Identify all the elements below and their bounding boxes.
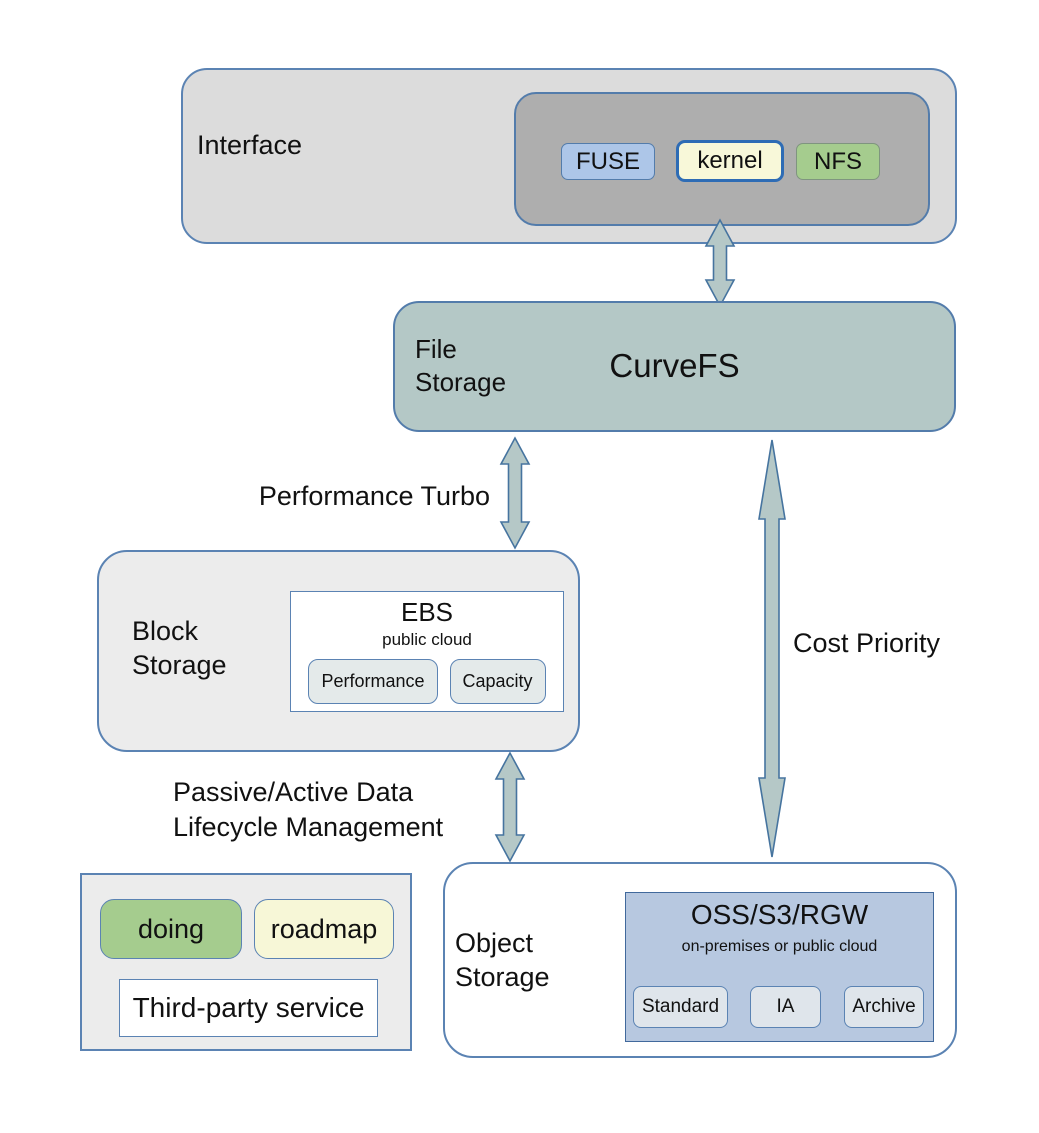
capacity-option: Capacity bbox=[449, 659, 546, 704]
standard-option: Standard bbox=[633, 986, 728, 1028]
block-storage-box: Block Storage EBS public cloud Performan… bbox=[97, 550, 580, 752]
performance-turbo-label: Performance Turbo bbox=[258, 481, 490, 511]
cost-priority-arrow-icon bbox=[758, 439, 786, 858]
archive-option: Archive bbox=[844, 986, 924, 1028]
interface-box: Interface FUSE kernel NFS bbox=[181, 68, 957, 244]
legend-third-party-chip: Third-party service bbox=[119, 979, 378, 1037]
block-storage-label: Block Storage bbox=[132, 616, 227, 680]
block-object-arrow-icon bbox=[494, 751, 526, 863]
ia-option: IA bbox=[750, 986, 821, 1028]
interface-curvefs-arrow-icon bbox=[704, 218, 736, 308]
ebs-subtitle: public cloud bbox=[382, 630, 472, 649]
interface-inner-panel: FUSE kernel NFS bbox=[514, 92, 930, 226]
performance-option: Performance bbox=[308, 659, 438, 704]
curvefs-title: CurveFS bbox=[609, 347, 740, 384]
lifecycle-label: Passive/Active Data Lifecycle Management bbox=[173, 777, 444, 842]
file-storage-label: File Storage bbox=[415, 334, 507, 397]
object-storage-box: Object Storage OSS/S3/RGW on-premises or… bbox=[443, 862, 957, 1058]
ebs-options-row: Performance Capacity bbox=[291, 659, 563, 704]
fuse-chip: FUSE bbox=[561, 143, 655, 180]
interface-label: Interface bbox=[197, 130, 303, 160]
ebs-title: EBS bbox=[400, 597, 454, 627]
cost-priority-label: Cost Priority bbox=[793, 628, 941, 658]
legend-doing-chip: doing bbox=[100, 899, 242, 959]
oss-title: OSS/S3/RGW bbox=[690, 899, 869, 930]
kernel-chip: kernel bbox=[676, 140, 784, 182]
legend-roadmap-chip: roadmap bbox=[254, 899, 394, 959]
nfs-chip: NFS bbox=[796, 143, 880, 180]
oss-subtitle: on-premises or public cloud bbox=[681, 938, 878, 955]
legend-box: doing roadmap Third-party service bbox=[80, 873, 412, 1051]
curvefs-block-arrow-icon bbox=[499, 436, 531, 550]
oss-box: OSS/S3/RGW on-premises or public cloud S… bbox=[625, 892, 934, 1042]
curvefs-box: File Storage CurveFS bbox=[393, 301, 956, 432]
ebs-box: EBS public cloud Performance Capacity bbox=[290, 591, 564, 712]
object-storage-label: Object Storage bbox=[455, 928, 550, 992]
